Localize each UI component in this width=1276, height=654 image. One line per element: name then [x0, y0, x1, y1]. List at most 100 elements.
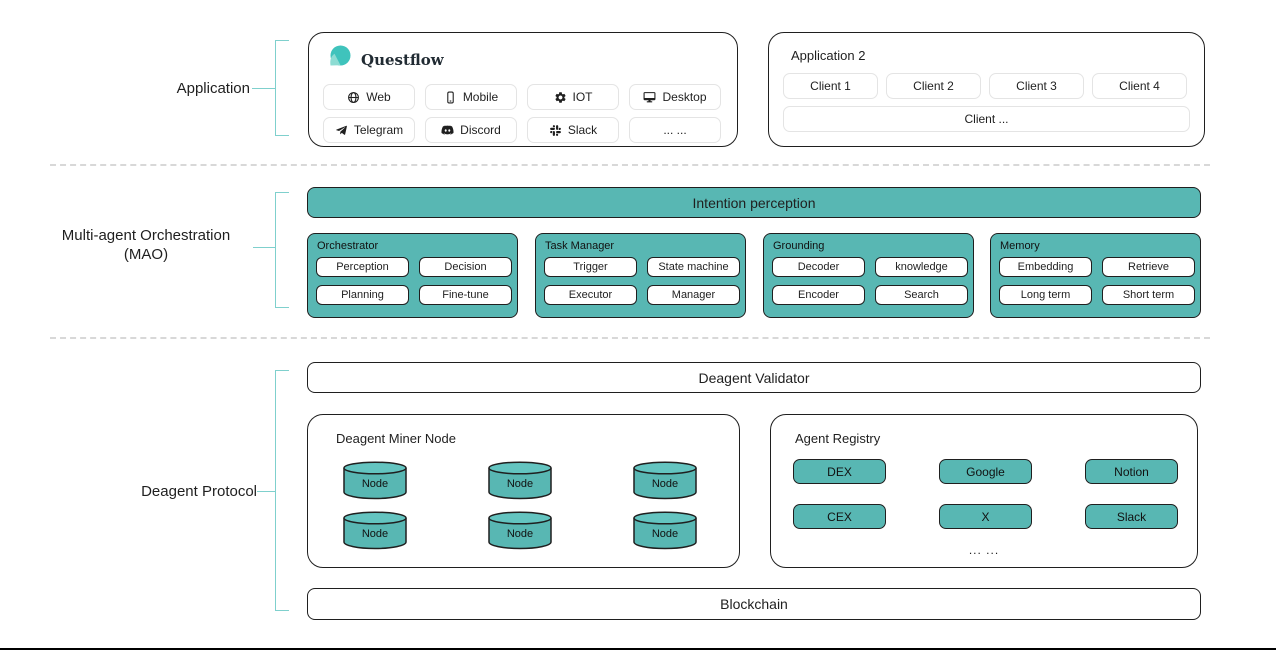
blockchain-bar: Blockchain: [307, 588, 1201, 620]
module-title: Orchestrator: [317, 240, 379, 252]
deagent-bracket: [275, 370, 289, 611]
web-icon: [347, 91, 360, 104]
deagent-layer-label: Deagent Protocol: [141, 483, 257, 500]
channel-mobile-button[interactable]: Mobile: [425, 84, 517, 110]
registry-card-title: Agent Registry: [795, 431, 881, 446]
deagent-miner-node-card: Deagent Miner Node Node Node: [307, 414, 740, 568]
chip-search[interactable]: Search: [875, 285, 968, 305]
channel-discord-button[interactable]: Discord: [425, 117, 517, 143]
telegram-icon: [335, 124, 348, 137]
mao-bracket: [275, 192, 289, 308]
channel-label: Desktop: [662, 90, 707, 104]
node-label: Node: [507, 478, 533, 490]
node-cylinder[interactable]: Node: [487, 511, 553, 551]
module-title: Task Manager: [545, 240, 615, 252]
channel-label: Slack: [567, 123, 598, 137]
registry-more-label: ... ...: [968, 543, 1000, 557]
page-bottom-rule: [0, 648, 1276, 650]
chip-short-term[interactable]: Short term: [1102, 285, 1195, 305]
agent-slack[interactable]: Slack: [1085, 504, 1178, 529]
task-manager-module: Task Manager Trigger State machine Execu…: [535, 233, 746, 318]
application-layer-label: Application: [176, 80, 250, 97]
client-4-button[interactable]: Client 4: [1092, 73, 1187, 99]
chip-executor[interactable]: Executor: [544, 285, 637, 305]
client-1-button[interactable]: Client 1: [783, 73, 878, 99]
separator-dashed-line-bottom: [50, 337, 1210, 339]
application-bracket: [275, 40, 289, 136]
channel-iot-button[interactable]: IOT: [527, 84, 619, 110]
channel-label: Discord: [460, 123, 501, 137]
application2-title: Application 2: [791, 48, 866, 63]
client-more-button[interactable]: Client ...: [783, 106, 1190, 132]
mao-label-line2: (MAO): [123, 245, 169, 263]
channel-more-button[interactable]: ... ...: [629, 117, 721, 143]
mao-label-line1: Multi-agent Orchestration: [61, 227, 231, 244]
module-title: Memory: [1000, 240, 1040, 252]
client-2-button[interactable]: Client 2: [886, 73, 981, 99]
mao-layer-label: Multi-agent Orchestration (MAO): [40, 227, 252, 265]
channel-desktop-button[interactable]: Desktop: [629, 84, 721, 110]
agent-notion[interactable]: Notion: [1085, 459, 1178, 484]
agent-cex[interactable]: CEX: [793, 504, 886, 529]
chip-decision[interactable]: Decision: [419, 257, 512, 277]
channel-label: Mobile: [462, 90, 499, 104]
channel-label: IOT: [572, 90, 593, 104]
agent-google[interactable]: Google: [939, 459, 1032, 484]
node-cylinder[interactable]: Node: [342, 461, 408, 501]
channel-web-button[interactable]: Web: [323, 84, 415, 110]
node-cylinder[interactable]: Node: [342, 511, 408, 551]
agent-dex[interactable]: DEX: [793, 459, 886, 484]
memory-module: Memory Embedding Retrieve Long term Shor…: [990, 233, 1201, 318]
desktop-icon: [643, 91, 656, 104]
deagent-connector-line: [257, 491, 275, 492]
chip-fine-tune[interactable]: Fine-tune: [419, 285, 512, 305]
application-connector-line: [252, 88, 275, 89]
channel-label: ... ...: [663, 123, 687, 137]
module-title: Grounding: [773, 240, 825, 252]
orchestrator-module: Orchestrator Perception Decision Plannin…: [307, 233, 518, 318]
channel-label: Telegram: [353, 123, 404, 137]
grounding-module: Grounding Decoder knowledge Encoder Sear…: [763, 233, 974, 318]
node-label: Node: [362, 478, 388, 490]
client-grid: Client 1 Client 2 Client 3 Client 4: [783, 73, 1204, 99]
questflow-channel-grid: Web Mobile IOT: [323, 84, 737, 143]
chip-decoder[interactable]: Decoder: [772, 257, 865, 277]
questflow-card: Questflow Web Mobile: [308, 32, 738, 147]
client-3-button[interactable]: Client 3: [989, 73, 1084, 99]
agent-x[interactable]: X: [939, 504, 1032, 529]
agent-pill-grid: DEX Google Notion CEX X Slack: [793, 459, 1178, 529]
questflow-logo-icon: [327, 44, 353, 75]
questflow-title: Questflow: [361, 50, 444, 69]
separator-dashed-line-top: [50, 164, 1210, 166]
intention-perception-bar: Intention perception: [307, 187, 1201, 218]
node-label: Node: [507, 528, 533, 540]
chip-planning[interactable]: Planning: [316, 285, 409, 305]
discord-icon: [441, 124, 454, 137]
channel-slack-button[interactable]: Slack: [527, 117, 619, 143]
node-cylinder-grid: Node Node Node: [342, 461, 702, 551]
channel-telegram-button[interactable]: Telegram: [323, 117, 415, 143]
agent-registry-card: Agent Registry DEX Google Notion CEX X S…: [770, 414, 1198, 568]
mobile-icon: [444, 91, 457, 104]
channel-label: Web: [366, 90, 391, 104]
chip-embedding[interactable]: Embedding: [999, 257, 1092, 277]
mao-connector-line: [253, 247, 275, 248]
chip-manager[interactable]: Manager: [647, 285, 740, 305]
iot-gear-icon: [554, 91, 567, 104]
chip-long-term[interactable]: Long term: [999, 285, 1092, 305]
node-label: Node: [652, 478, 678, 490]
deagent-validator-bar: Deagent Validator: [307, 362, 1201, 393]
node-cylinder[interactable]: Node: [487, 461, 553, 501]
chip-knowledge[interactable]: knowledge: [875, 257, 968, 277]
chip-trigger[interactable]: Trigger: [544, 257, 637, 277]
chip-encoder[interactable]: Encoder: [772, 285, 865, 305]
chip-retrieve[interactable]: Retrieve: [1102, 257, 1195, 277]
chip-perception[interactable]: Perception: [316, 257, 409, 277]
node-cylinder[interactable]: Node: [632, 511, 698, 551]
node-label: Node: [362, 528, 388, 540]
application2-card: Application 2 Client 1 Client 2 Client 3…: [768, 32, 1205, 147]
node-cylinder[interactable]: Node: [632, 461, 698, 501]
chip-state-machine[interactable]: State machine: [647, 257, 740, 277]
slack-icon: [549, 124, 562, 137]
